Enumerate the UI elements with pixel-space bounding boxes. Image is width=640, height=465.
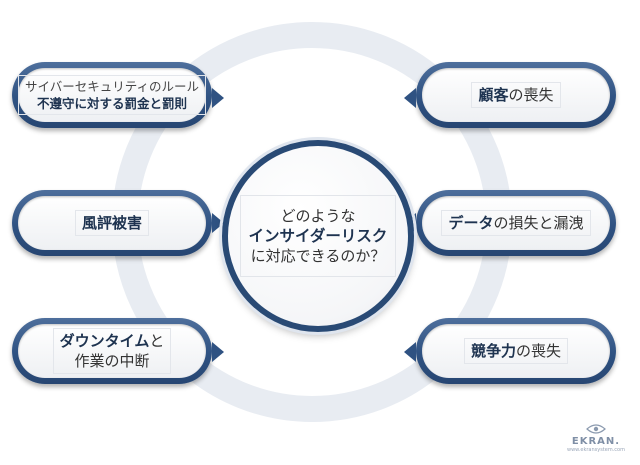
center-line2: インサイダーリスク xyxy=(248,227,388,245)
pointer-downtime xyxy=(212,342,224,362)
pointer-reputation xyxy=(212,213,224,233)
pointer-penalties xyxy=(212,88,224,108)
pill-data: データの損失と漏洩 xyxy=(416,190,616,256)
center-line3: に対応できるのか？ xyxy=(250,247,386,265)
downtime-after: と xyxy=(149,332,165,350)
competitive-rest: の喪失 xyxy=(516,342,562,360)
data-bold: データ xyxy=(448,214,494,232)
pill-downtime: ダウンタイムと 作業の中断 xyxy=(12,318,212,384)
pill-reputation: 風評被害 xyxy=(12,190,212,256)
penalties-line1: サイバーセキュリティのルール xyxy=(25,79,200,94)
penalties-line2: 不遵守に対する罰金と罰則 xyxy=(36,96,187,111)
downtime-line2: 作業の中断 xyxy=(74,352,150,370)
reputation-label: 風評被害 xyxy=(81,214,142,232)
pointer-customers xyxy=(404,88,416,108)
data-rest: の損失と漏洩 xyxy=(493,214,584,232)
pointer-competitive xyxy=(404,342,416,362)
pill-penalties: サイバーセキュリティのルール 不遵守に対する罰金と罰則 xyxy=(12,62,212,128)
pill-customers: 顧客の喪失 xyxy=(416,62,616,128)
downtime-bold: ダウンタイム xyxy=(59,332,150,350)
competitive-bold: 競争力 xyxy=(470,342,516,360)
pill-competitive: 競争力の喪失 xyxy=(416,318,616,384)
logo-url: www.ekransystem.com xyxy=(566,447,625,453)
center-line1: どのような xyxy=(280,207,356,225)
customers-bold: 顧客 xyxy=(478,86,509,104)
ekran-logo: EKRAN. www.ekransystem.com xyxy=(560,424,632,460)
customers-rest: の喪失 xyxy=(508,86,554,104)
logo-name: EKRAN. xyxy=(571,436,621,447)
eye-icon xyxy=(586,424,606,434)
center-question: どのような インサイダーリスク に対応できるのか？ xyxy=(222,140,414,332)
